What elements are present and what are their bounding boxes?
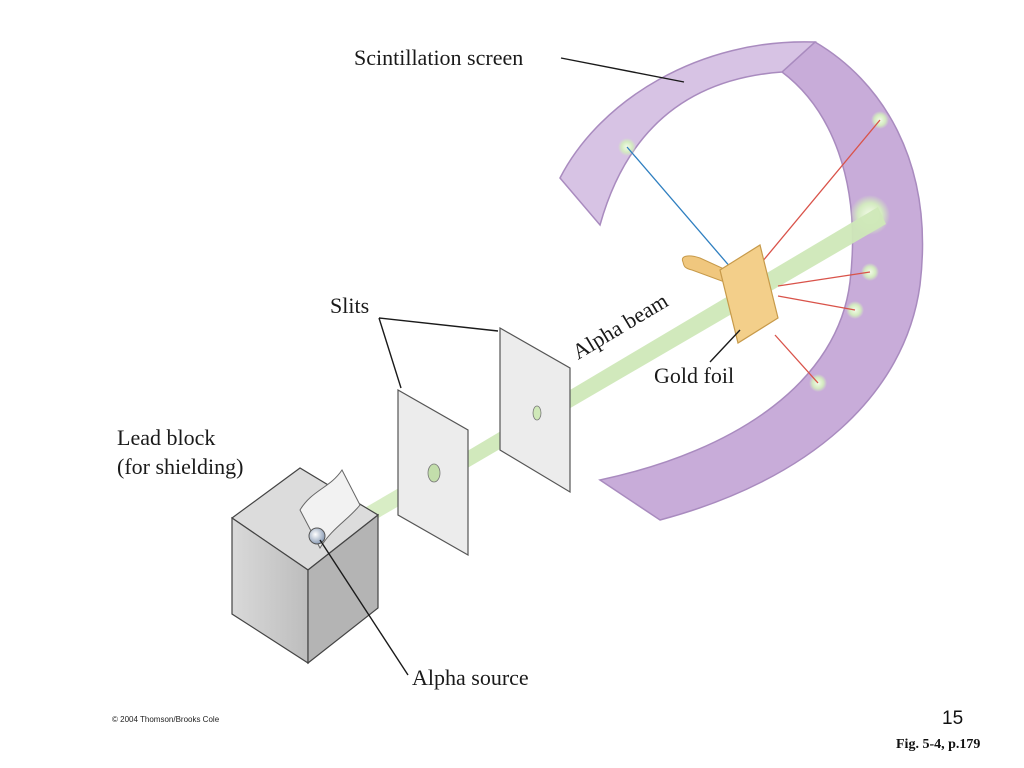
copyright-credit: © 2004 Thomson/Brooks Cole: [112, 715, 220, 724]
leader-scintillation-screen: [560, 57, 685, 83]
leader-gold-foil: [709, 329, 741, 363]
scatter-path-red: [774, 334, 819, 384]
leader-alpha-source: [319, 539, 409, 676]
lead-block-side: [307, 513, 379, 665]
scatter-path-red: [761, 119, 881, 263]
gold-foil: [719, 244, 779, 344]
scatter-path-red: [777, 271, 871, 287]
label-lead-block-note: (for shielding): [117, 454, 243, 479]
page-number: 15: [942, 708, 963, 729]
label-alpha-source: Alpha source: [412, 665, 529, 690]
alpha-source: [308, 527, 326, 545]
slit-hole-1: [427, 463, 441, 483]
leader-slits: [378, 317, 499, 389]
label-gold-foil: Gold foil: [654, 363, 734, 388]
label-slits: Slits: [330, 293, 369, 318]
label-lead-block: Lead block: [117, 425, 215, 450]
scintillation-screen-front: [559, 41, 817, 227]
scatter-path-red: [777, 295, 856, 311]
slit-hole-2: [532, 405, 542, 421]
label-scintillation-screen: Scintillation screen: [354, 45, 523, 70]
figure-reference: Fig. 5-4, p.179: [896, 737, 980, 752]
